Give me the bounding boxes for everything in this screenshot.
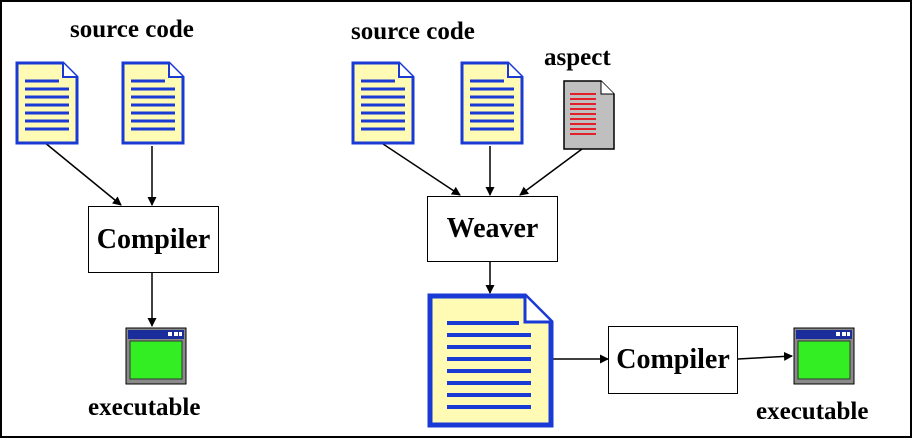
left-source-code-label: source code bbox=[70, 16, 194, 43]
arrow-left-source1-to-compiler bbox=[43, 141, 122, 206]
arrow-right-source1-to-weaver bbox=[379, 141, 461, 196]
arrow-right-compiler-to-executable bbox=[737, 351, 793, 361]
arrow-right-aspect-to-weaver bbox=[519, 148, 583, 196]
woven-document-icon bbox=[427, 293, 554, 428]
program-window-icon bbox=[125, 327, 187, 385]
left-compiler-box: Compiler bbox=[88, 206, 219, 273]
right-executable-label: executable bbox=[756, 398, 869, 425]
document-icon bbox=[351, 61, 415, 145]
aspect-label: aspect bbox=[544, 44, 611, 71]
document-icon bbox=[121, 61, 185, 145]
program-window-icon bbox=[793, 327, 855, 385]
document-icon bbox=[460, 61, 524, 145]
right-compiler-box: Compiler bbox=[608, 326, 738, 394]
document-icon bbox=[15, 61, 79, 145]
weaver-box: Weaver bbox=[427, 196, 558, 262]
left-executable-label: executable bbox=[88, 394, 201, 421]
right-source-code-label: source code bbox=[351, 18, 475, 45]
aspect-document-icon bbox=[563, 80, 615, 150]
